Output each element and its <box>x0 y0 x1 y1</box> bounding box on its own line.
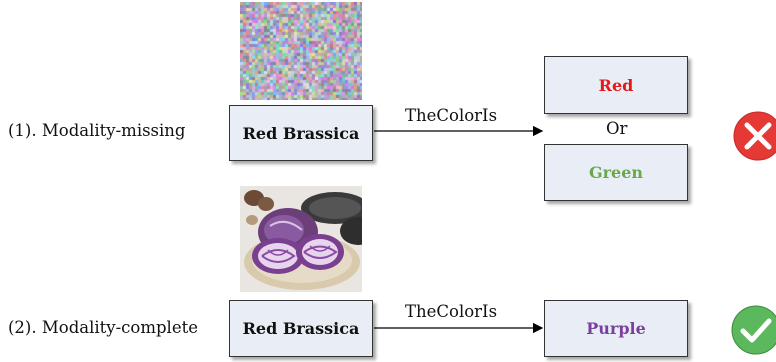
check-icon <box>731 305 776 355</box>
noise-image <box>240 2 362 100</box>
row-label-complete: (2). Modality-complete <box>8 318 198 337</box>
relation-label-missing: TheColorIs <box>405 106 498 125</box>
relation-label-complete: TheColorIs <box>405 302 498 321</box>
answer-box-purple: Purple <box>544 300 688 357</box>
entity-box-complete: Red Brassica <box>229 300 373 357</box>
cross-icon <box>733 111 776 161</box>
red-cabbage-photo <box>240 186 362 292</box>
answer-box-red: Red <box>544 56 688 114</box>
or-label: Or <box>606 119 628 138</box>
answer-box-green: Green <box>544 144 688 201</box>
row-label-missing: (1). Modality-missing <box>8 121 186 140</box>
entity-box-missing: Red Brassica <box>229 105 373 161</box>
